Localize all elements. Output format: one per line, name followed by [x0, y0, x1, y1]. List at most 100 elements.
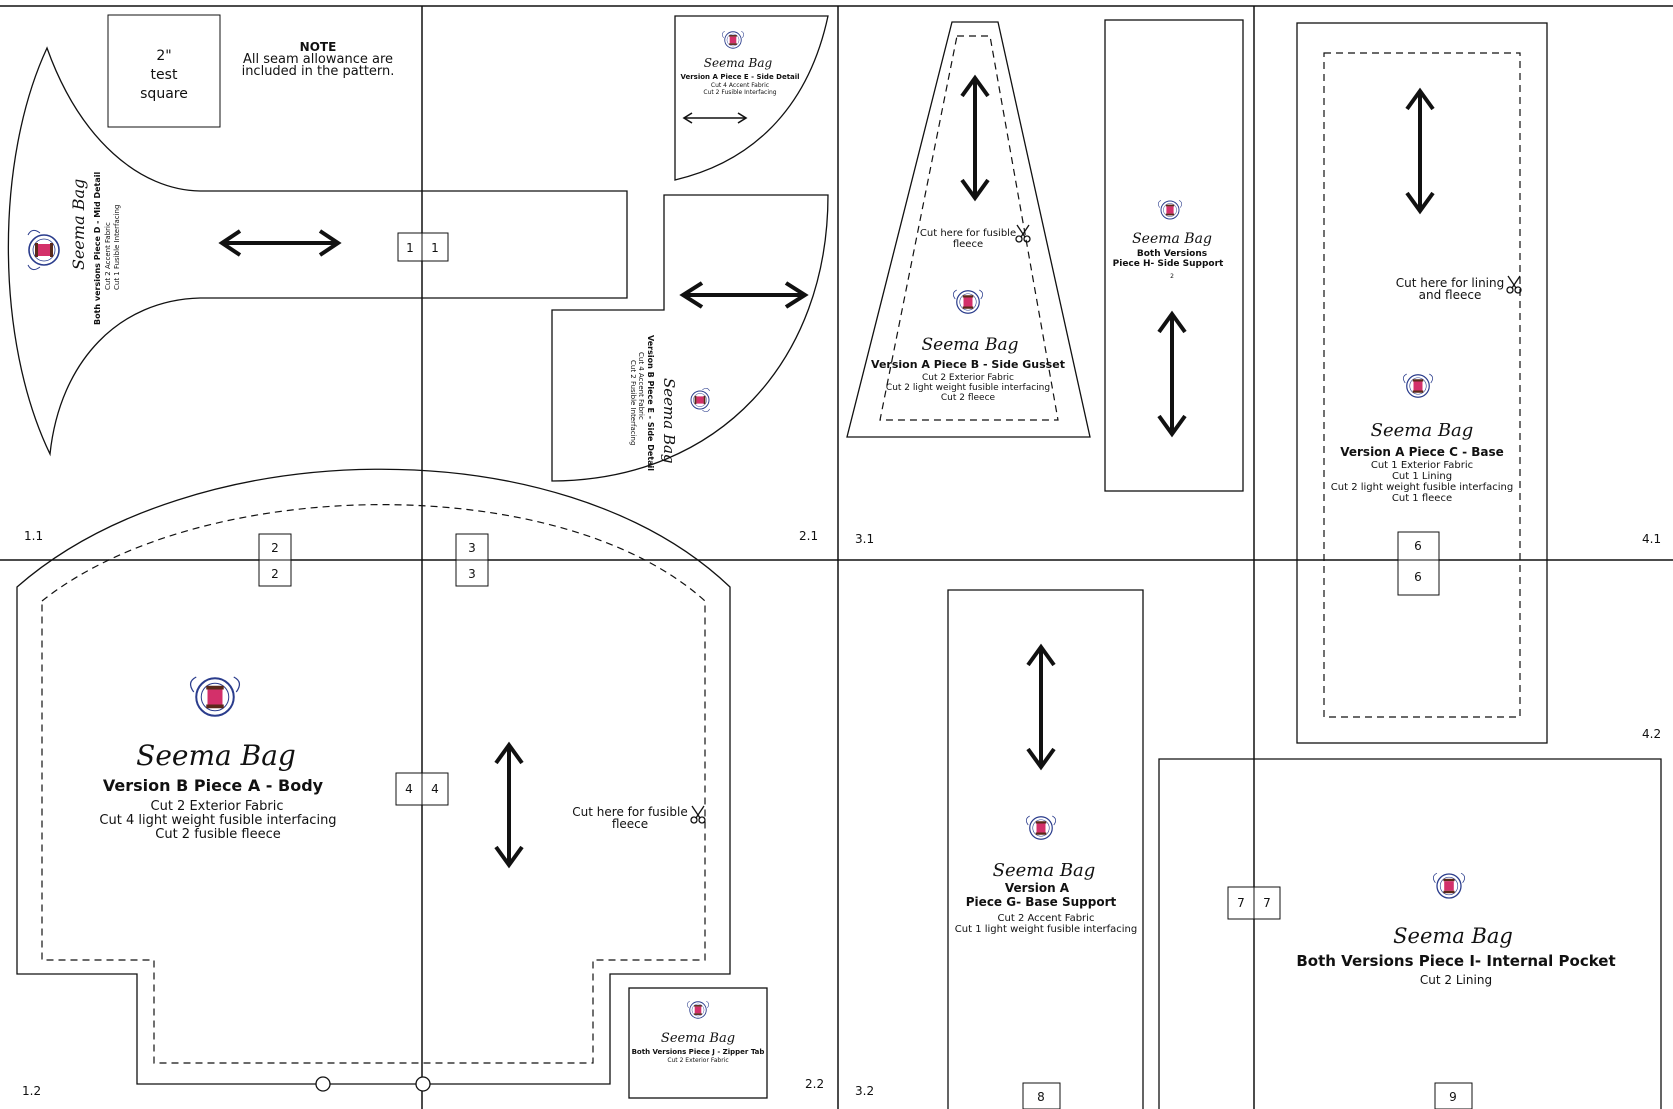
- grainline-arrow-icon: [1405, 89, 1435, 213]
- match-mark-7-right: 7: [1263, 896, 1271, 910]
- piece-b-brand: Seema Bag: [922, 335, 1019, 355]
- piece-c-cut-4: Cut 1 fleece: [1392, 493, 1452, 504]
- piece-d-brand: Seema Bag: [69, 179, 88, 270]
- brand-logo-icon: [1432, 872, 1466, 899]
- piece-g-brand: Seema Bag: [993, 860, 1096, 881]
- match-mark-3-bottom: 3: [468, 567, 476, 581]
- scissors-icon: [690, 805, 706, 824]
- piece-c-cut-2: Cut 1 Lining: [1392, 471, 1452, 482]
- piece-j-brand: Seema Bag: [661, 1031, 735, 1046]
- piece-a-brand: Seema Bag: [136, 739, 296, 772]
- grainline-arrow-icon: [494, 743, 524, 867]
- note-title: NOTE: [300, 40, 337, 54]
- piece-g-cut-2: Cut 1 light weight fusible interfacing: [955, 924, 1137, 935]
- piece-e-a-brand: Seema Bag: [704, 56, 773, 70]
- piece-b-cut-1: Cut 2 Exterior Fabric: [922, 373, 1014, 383]
- match-mark-2: 2 2: [258, 533, 292, 587]
- piece-d-title: Both versions Piece D - Mid Detail: [93, 172, 102, 325]
- piece-c-title: Version A Piece C - Base: [1340, 445, 1504, 459]
- piece-i-internal-pocket: Seema Bag Both Versions Piece I- Interna…: [1158, 758, 1662, 1109]
- brand-logo-icon: [189, 676, 241, 717]
- note-line-1: All seam allowance are: [243, 52, 393, 67]
- match-mark-8: 8: [1022, 1082, 1061, 1109]
- grainline-arrow-icon: [1026, 645, 1056, 769]
- test-square-label-3: square: [140, 86, 188, 102]
- piece-e-a-cut-2: Cut 2 Fusible Interfacing: [703, 89, 776, 96]
- notch-circle-icon: [415, 1076, 431, 1092]
- piece-d-mid-detail: Seema Bag Both versions Piece D - Mid De…: [7, 46, 628, 457]
- piece-g-title-1: Version A: [1005, 881, 1070, 895]
- piece-a-cut-2: Cut 4 light weight fusible interfacing: [99, 813, 336, 828]
- brand-logo-icon: [27, 229, 60, 271]
- piece-i-cut-1: Cut 2 Lining: [1420, 973, 1492, 987]
- piece-b-title: Version A Piece B - Side Gusset: [871, 358, 1065, 371]
- page-number: 4.2: [1642, 727, 1661, 741]
- piece-b-cut-note-1: Cut here for fusible: [920, 228, 1016, 239]
- match-mark-4-left: 4: [405, 782, 413, 796]
- page-number-labels: 1.1 2.1 3.1 4.1 4.2 1.2 2.2 3.2: [22, 529, 1661, 1098]
- scissors-icon: [1015, 224, 1031, 243]
- page-number: 3.2: [855, 1084, 874, 1098]
- piece-b-cut-note-2: fleece: [953, 239, 983, 250]
- piece-h-title-2: Piece H- Side Support: [1113, 259, 1224, 269]
- page-number: 2.1: [799, 529, 818, 543]
- match-mark-6-bottom: 6: [1414, 570, 1422, 584]
- piece-g-base-support: Seema Bag Version A Piece G- Base Suppor…: [947, 589, 1144, 1109]
- piece-j-title: Both Versions Piece J - Zipper Tab: [632, 1048, 765, 1056]
- brand-logo-icon: [1157, 199, 1183, 220]
- match-mark-6-top: 6: [1414, 539, 1422, 553]
- brand-logo-icon: [1025, 815, 1057, 840]
- grainline-arrow-icon: [220, 229, 340, 257]
- piece-a-body: Seema Bag Version B Piece A - Body Cut 2…: [16, 468, 731, 1092]
- piece-g-cut-1: Cut 2 Accent Fabric: [998, 913, 1095, 924]
- piece-i-brand: Seema Bag: [1393, 924, 1513, 948]
- piece-a-cut-note-1: Cut here for fusible: [572, 805, 687, 819]
- piece-d-cut-2: Cut 1 Fusible Interfacing: [113, 205, 121, 290]
- brand-logo-icon: [690, 387, 711, 413]
- match-mark-6: 6 6: [1397, 531, 1440, 596]
- match-mark-7-left: 7: [1237, 896, 1245, 910]
- piece-d-cut-1: Cut 2 Accent Fabric: [104, 222, 112, 290]
- piece-e-a-title: Version A Piece E - Side Detail: [680, 73, 799, 81]
- piece-e-b-cut-2: Cut 2 Fusible Interfacing: [629, 360, 637, 445]
- brand-logo-icon: [721, 30, 745, 49]
- piece-i-title: Both Versions Piece I- Internal Pocket: [1296, 952, 1615, 970]
- match-mark-7: 7 7: [1227, 886, 1281, 920]
- piece-a-cut-3: Cut 2 fusible fleece: [155, 827, 280, 842]
- note-line-2: included in the pattern.: [242, 64, 395, 79]
- match-mark-2-top: 2: [271, 541, 279, 555]
- match-mark-4-right: 4: [431, 782, 439, 796]
- match-mark-2-bottom: 2: [271, 567, 279, 581]
- page-number: 1.2: [22, 1084, 41, 1098]
- match-mark-4: 4 4: [395, 772, 449, 806]
- match-mark-3: 3 3: [455, 533, 489, 587]
- piece-j-zipper-tab: Seema Bag Both Versions Piece J - Zipper…: [628, 987, 768, 1099]
- match-mark-8-label: 8: [1037, 1090, 1045, 1104]
- piece-c-cut-note-2: and fleece: [1419, 288, 1482, 302]
- match-mark-1-left: 1: [406, 241, 414, 255]
- piece-e-version-a: Seema Bag Version A Piece E - Side Detai…: [674, 15, 829, 181]
- page-number: 4.1: [1642, 532, 1661, 546]
- piece-h-title-1: Both Versions: [1137, 249, 1207, 259]
- page-number: 1.1: [24, 529, 43, 543]
- piece-e-b-title: Version B Piece E - Side Detail: [646, 335, 655, 471]
- match-mark-3-top: 3: [468, 541, 476, 555]
- piece-g-title-2: Piece G- Base Support: [966, 895, 1117, 909]
- grainline-arrow-icon: [960, 76, 990, 200]
- piece-j-cut-1: Cut 2 Exterior Fabric: [667, 1057, 728, 1064]
- piece-a-cut-note-2: fleece: [612, 817, 648, 831]
- page-number: 2.2: [805, 1077, 824, 1091]
- piece-a-cut-1: Cut 2 Exterior Fabric: [151, 799, 284, 814]
- scissors-icon: [1506, 275, 1522, 294]
- piece-b-cut-3: Cut 2 fleece: [941, 393, 996, 403]
- match-mark-1-right: 1: [431, 241, 439, 255]
- brand-logo-icon: [952, 289, 984, 314]
- test-square: [107, 14, 221, 128]
- notch-circle-icon: [315, 1076, 331, 1092]
- piece-h-brand: Seema Bag: [1132, 231, 1212, 247]
- page-number: 3.1: [855, 532, 874, 546]
- piece-e-version-b: Seema Bag Version B Piece E - Side Detai…: [551, 194, 829, 482]
- piece-c-base: Cut here for lining and fleece Seema Bag…: [1296, 22, 1548, 744]
- piece-b-side-gusset: Cut here for fusible fleece Seema Bag Ve…: [846, 21, 1091, 438]
